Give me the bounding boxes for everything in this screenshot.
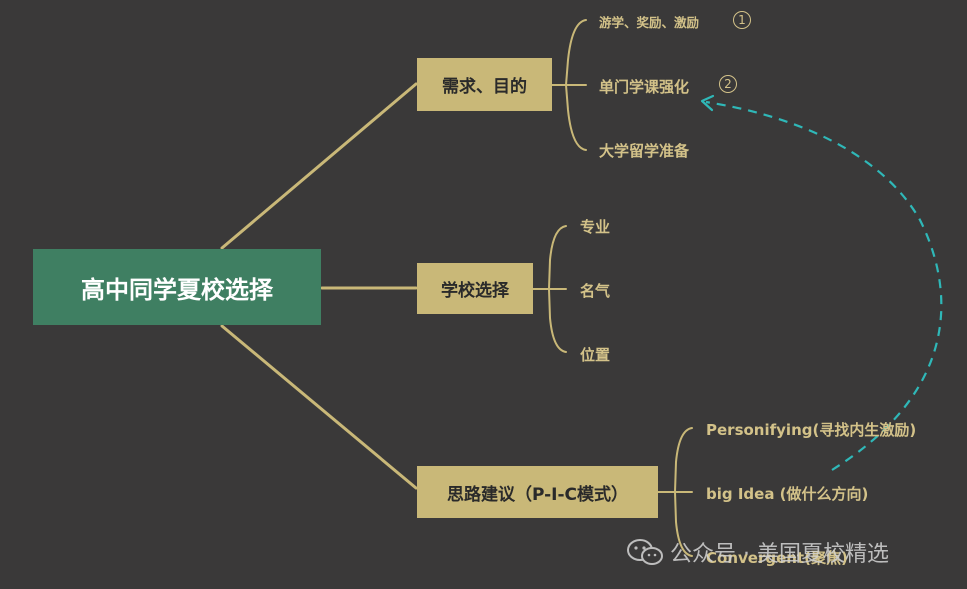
branch-label: 学校选择 <box>441 281 509 301</box>
leaf-convergent: Convergent(聚焦) <box>706 549 848 567</box>
branch-label: 需求、目的 <box>442 77 527 97</box>
branch-node-school: 学校选择 <box>417 263 533 314</box>
leaf-college-prep: 大学留学准备 <box>599 142 690 160</box>
badge-number: 2 <box>719 75 737 93</box>
root-label: 高中同学夏校选择 <box>81 275 273 304</box>
arrowhead-icon <box>700 94 715 112</box>
badge-number: 1 <box>733 11 751 29</box>
leaf-reputation: 名气 <box>580 282 611 300</box>
leaf-personifying: Personifying(寻找内生激励) <box>706 421 917 439</box>
wechat-icon <box>627 539 663 565</box>
watermark: 公众号 · 美国夏校精选 <box>626 536 889 568</box>
root-node: 高中同学夏校选择 <box>33 249 321 325</box>
leaf-big-idea: big Idea (做什么方向) <box>706 485 869 503</box>
branch-label: 思路建议（P-I-C模式） <box>446 484 629 505</box>
connector-root-branch-3 <box>220 324 418 490</box>
connector-root-branch-1 <box>220 82 418 250</box>
leaf-travel-reward: 游学、奖励、激励 <box>599 15 700 30</box>
dashed-arrow-curve <box>705 100 943 471</box>
branch-node-pic: 思路建议（P-I-C模式） <box>417 466 658 518</box>
leaf-location: 位置 <box>580 346 611 364</box>
leaf-single-subject: 单门学课强化 <box>599 78 690 96</box>
watermark-text: 公众号 · 美国夏校精选 <box>670 542 889 567</box>
branch-node-needs: 需求、目的 <box>417 58 552 111</box>
leaf-major: 专业 <box>580 218 611 236</box>
